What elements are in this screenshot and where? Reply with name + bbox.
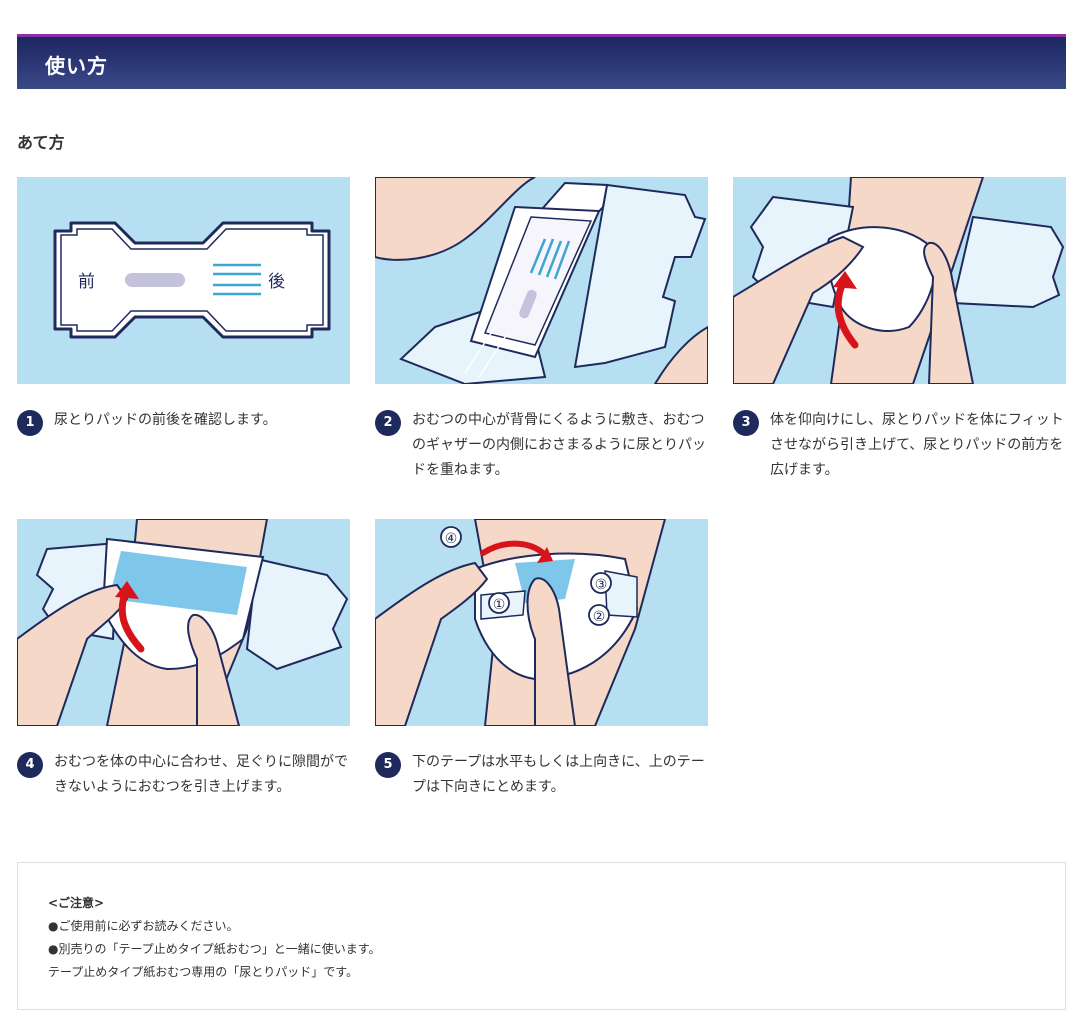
circle-number-icon: 5 [375,752,401,778]
step-5-text: 下のテープは水平もしくは上向きに、上のテープは下向きにとめます。 [412,754,705,795]
label-4: ④ [445,531,458,547]
circle-number-icon: 3 [733,410,759,436]
front-label: 前 [78,272,95,292]
notes-line: ●ご使用前に必ずお読みください。 [48,919,239,933]
notes-title: <ご注意> [48,896,105,910]
pad-diagram: 前 後 [53,221,331,339]
circle-number-icon: 1 [17,410,43,436]
label-3: ③ [595,577,608,593]
step-5-illustration: ④ ① ③ ② [375,519,708,726]
section-title: 使い方 [45,54,108,78]
step-4-illustration [17,519,350,726]
back-label: 後 [268,272,285,292]
circle-number-icon: 4 [17,752,43,778]
step-1-illustration: 前 後 [17,177,350,384]
label-1: ① [493,597,506,613]
label-2: ② [593,609,606,625]
step-1-text: 尿とりパッドの前後を確認します。 [54,412,277,428]
notes-line: ●別売りの「テープ止めタイプ紙おむつ」と一緒に使います。 [48,942,381,956]
section-header: 使い方 [17,34,1066,89]
subheading: あて方 [17,133,65,152]
circle-number-icon: 2 [375,410,401,436]
step-4-text: おむつを体の中心に合わせ、足ぐりに隙間ができないようにおむつを引き上げます。 [54,754,348,795]
notes-line: テープ止めタイプ紙おむつ専用の「尿とりパッド」です。 [48,965,359,979]
step-3-illustration [733,177,1066,384]
step-2-text: おむつの中心が背骨にくるように敷き、おむつのギャザーの内側におさまるように尿とり… [412,412,706,478]
step-3-text: 体を仰向けにし、尿とりパッドを体にフィットさせながら引き上げて、尿とりパッドの前… [770,412,1064,478]
step-2-illustration [375,177,708,384]
notes-box: <ご注意> ●ご使用前に必ずお読みください。 ●別売りの「テープ止めタイプ紙おむ… [17,862,1066,1010]
